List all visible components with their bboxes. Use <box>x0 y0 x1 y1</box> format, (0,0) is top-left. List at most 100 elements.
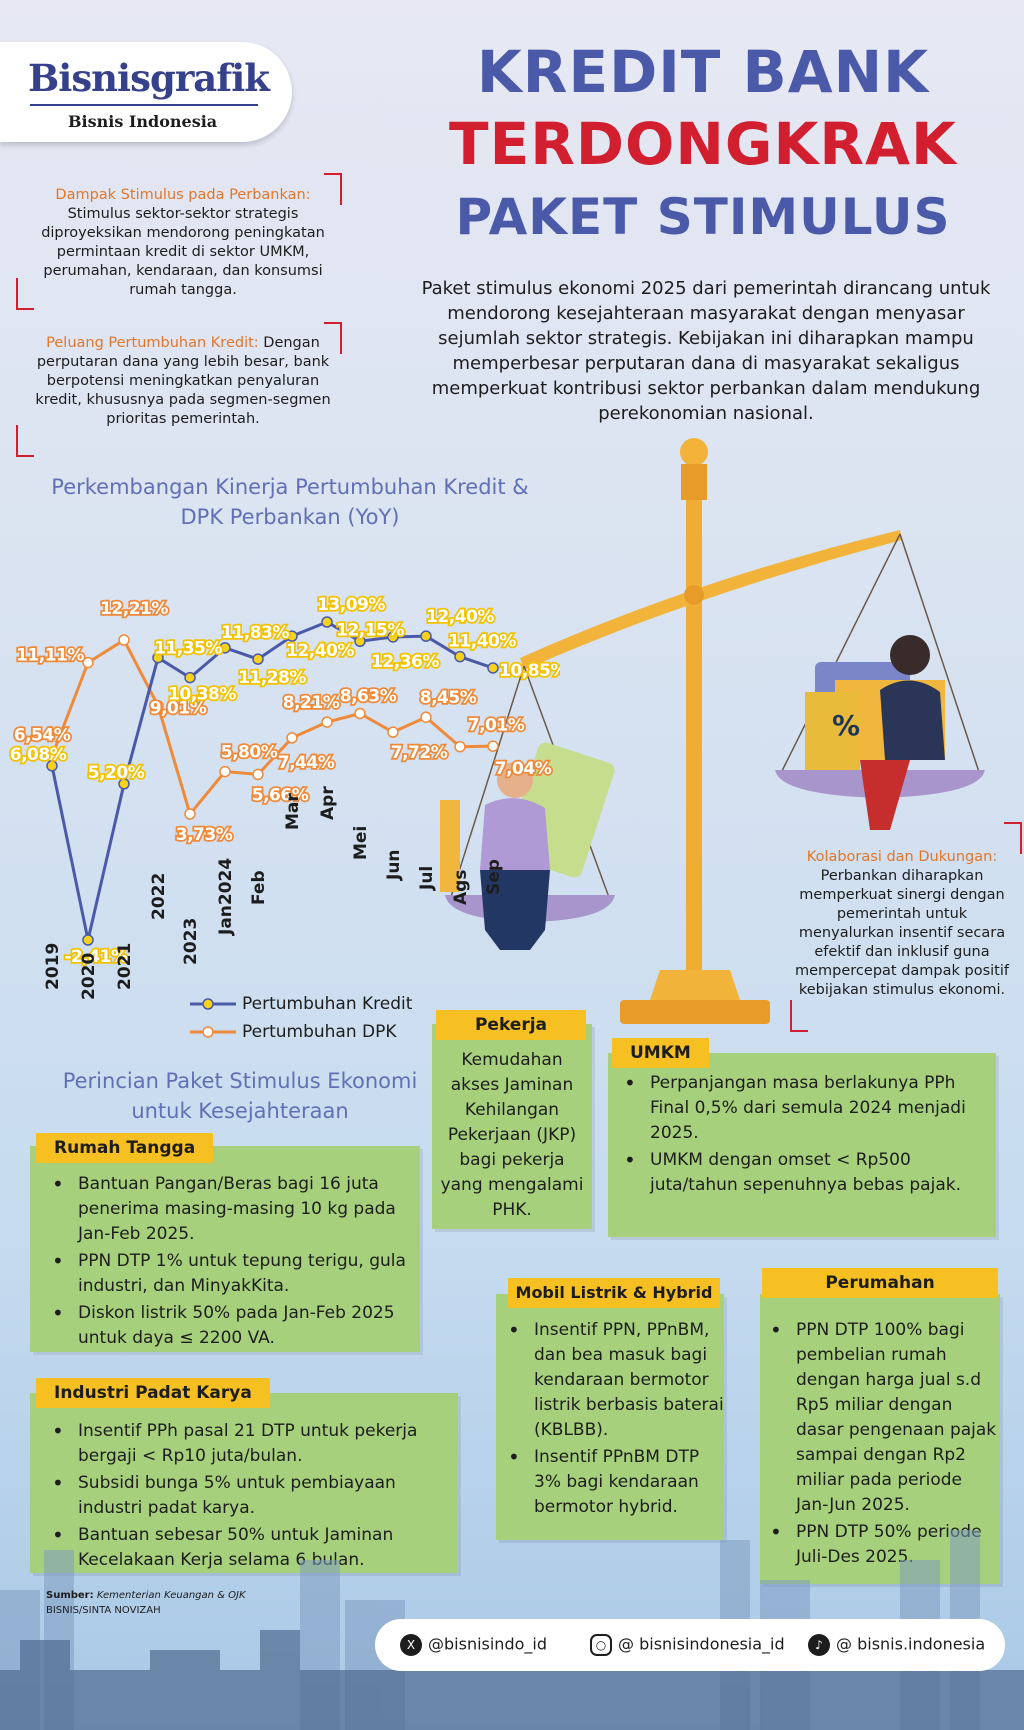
city-skyline-decor <box>0 1530 1024 1730</box>
x-tick-label: Jun <box>384 849 404 881</box>
x-icon: X <box>400 1634 422 1656</box>
dpk-data-label: 7,01% <box>468 716 525 736</box>
kredit-point <box>387 631 399 643</box>
chart-legend: Pertumbuhan Kredit Pertumbuhan DPK <box>190 990 412 1046</box>
dpk-data-label: 7,44% <box>278 753 335 773</box>
dpk-point <box>454 740 466 753</box>
kredit-point <box>46 760 58 772</box>
list-item: Insentif PPh pasal 21 DTP untuk pekerja … <box>52 1419 458 1469</box>
rumah-tangga-list: Bantuan Pangan/Beras bagi 16 juta peneri… <box>30 1146 420 1351</box>
list-item: PPN DTP 50% periode Juli-Des 2025. <box>770 1520 1000 1570</box>
kredit-point <box>321 616 333 628</box>
kredit-point <box>82 934 94 946</box>
kredit-data-label: 6,08% <box>10 745 67 765</box>
dpk-data-label: 8,63% <box>340 687 397 707</box>
note-peluang-text: Dengan perputaran dana yang lebih besar,… <box>35 335 331 427</box>
dpk-point <box>118 634 130 646</box>
dpk-data-label: 3,73% <box>176 825 233 845</box>
kredit-data-label: 12,40% <box>426 607 494 627</box>
kredit-point <box>420 630 432 642</box>
dpk-point <box>219 765 231 778</box>
list-item: PPN DTP 1% untuk tepung terigu, gula ind… <box>52 1249 420 1299</box>
kredit-data-label: 11,35% <box>154 639 222 659</box>
source-text: Kementerian Keuangan & OJK <box>96 1590 246 1601</box>
kredit-point <box>219 642 231 654</box>
kredit-data-label: 5,20% <box>88 763 145 783</box>
dpk-data-label: 6,54% <box>14 725 71 745</box>
bracket-decor <box>16 278 34 310</box>
industri-list: Insentif PPh pasal 21 DTP untuk pekerja … <box>30 1393 458 1573</box>
tab-pekerja: Pekerja <box>436 1010 586 1040</box>
title-line-3: PAKET STIMULUS <box>455 188 951 246</box>
dpk-data-label: 9,01% <box>150 699 207 719</box>
social-instagram-handle: @ bisnisindonesia_id <box>618 1634 785 1654</box>
x-tick-label: Feb <box>249 870 269 905</box>
legend-label-kredit: Pertumbuhan Kredit <box>242 994 413 1014</box>
dpk-data-label: 8,21% <box>283 693 340 713</box>
perumahan-list: PPN DTP 100% bagi pembelian rumah dengan… <box>760 1294 1000 1570</box>
kredit-point <box>184 671 196 684</box>
box-rumah-tangga: Bantuan Pangan/Beras bagi 16 juta peneri… <box>30 1146 420 1352</box>
social-footer <box>375 1619 1005 1671</box>
kredit-data-label: -2,41% <box>64 947 127 967</box>
pekerja-text: Kemudahan akses Jaminan Kehilangan Peker… <box>440 1050 584 1220</box>
bracket-decor <box>324 173 342 205</box>
tab-perumahan: Perumahan <box>762 1268 998 1298</box>
credit: BISNIS/SINTA NOVIZAH <box>46 1605 161 1616</box>
kredit-data-label: 12,36% <box>371 652 439 672</box>
source-label: Sumber: <box>46 1590 94 1601</box>
note-peluang: Peluang Pertumbuhan Kredit: Dengan perpu… <box>34 334 332 429</box>
x-tick-label: 2020 <box>79 953 99 1000</box>
dpk-point <box>321 716 333 728</box>
note-peluang-label: Peluang Pertumbuhan Kredit: <box>46 335 259 351</box>
x-tick-label: Mar <box>283 793 303 830</box>
section-title: Perincian Paket Stimulus Ekonomi untuk K… <box>62 1069 418 1123</box>
dpk-data-label: 12,21% <box>100 599 168 619</box>
brand-sub: Bisnis Indonesia <box>68 112 218 131</box>
brand-logo: Bisnisgrafik <box>28 56 270 100</box>
dpk-point <box>487 740 499 752</box>
dpk-point <box>184 808 196 820</box>
umkm-list: Perpanjangan masa berlakunya PPh Final 0… <box>608 1053 996 1198</box>
tab-rumah-tangga: Rumah Tangga <box>36 1133 214 1163</box>
kredit-point <box>454 650 466 663</box>
kredit-data-label: 11,40% <box>448 632 516 652</box>
social-instagram[interactable]: ○ @ bisnisindonesia_id <box>590 1634 785 1656</box>
dpk-point <box>420 711 432 723</box>
logo-panel <box>0 42 292 142</box>
dpk-point <box>286 732 298 744</box>
social-x[interactable]: X @bisnisindo_id <box>400 1634 547 1656</box>
box-mobil-listrik: Insentif PPN, PPnBM, dan bea masuk bagi … <box>496 1294 724 1540</box>
mobil-list: Insentif PPN, PPnBM, dan bea masuk bagi … <box>496 1294 724 1520</box>
dpk-point <box>354 707 366 720</box>
dpk-data-label: 11,11% <box>16 646 84 666</box>
legend-item-dpk: Pertumbuhan DPK <box>190 1018 412 1046</box>
logo-divider <box>30 104 258 106</box>
kredit-data-label: 11,28% <box>238 668 306 688</box>
tab-mobil-listrik: Mobil Listrik & Hybrid <box>508 1278 720 1308</box>
dpk-data-label: 7,72% <box>391 743 448 763</box>
list-item: Diskon listrik 50% pada Jan-Feb 2025 unt… <box>52 1301 420 1351</box>
legend-item-kredit: Pertumbuhan Kredit <box>190 990 412 1018</box>
list-item: Bantuan Pangan/Beras bagi 16 juta peneri… <box>52 1172 420 1247</box>
dpk-data-label: 8,45% <box>420 688 477 708</box>
x-tick-label: Ags <box>451 870 471 905</box>
list-item: Perpanjangan masa berlakunya PPh Final 0… <box>624 1071 996 1146</box>
social-x-handle: @bisnisindo_id <box>428 1634 547 1654</box>
box-umkm: Perpanjangan masa berlakunya PPh Final 0… <box>608 1053 996 1237</box>
social-tiktok[interactable]: ♪@ bisnis.indonesia <box>808 1634 985 1656</box>
legend-swatch-dpk <box>190 1026 236 1038</box>
kredit-data-label: 12,15% <box>336 620 404 640</box>
note-dampak-label: Dampak Stimulus pada Perbankan: <box>55 187 311 203</box>
chart-title: Perkembangan Kinerja Pertumbuhan Kredit … <box>51 475 529 529</box>
instagram-icon: ○ <box>590 1634 612 1656</box>
tiktok-icon: ♪ <box>808 1634 830 1656</box>
box-industri: Insentif PPh pasal 21 DTP untuk pekerja … <box>30 1393 458 1573</box>
kredit-point <box>487 662 499 674</box>
note-dampak: Dampak Stimulus pada Perbankan: Stimulus… <box>34 186 332 300</box>
bracket-decor <box>1004 822 1022 854</box>
list-item: Bantuan sebesar 50% untuk Jaminan Kecela… <box>52 1523 458 1573</box>
note-kolaborasi-label: Kolaborasi dan Dukungan: <box>806 849 998 865</box>
legend-swatch-kredit <box>190 998 236 1010</box>
kredit-point <box>152 651 164 664</box>
